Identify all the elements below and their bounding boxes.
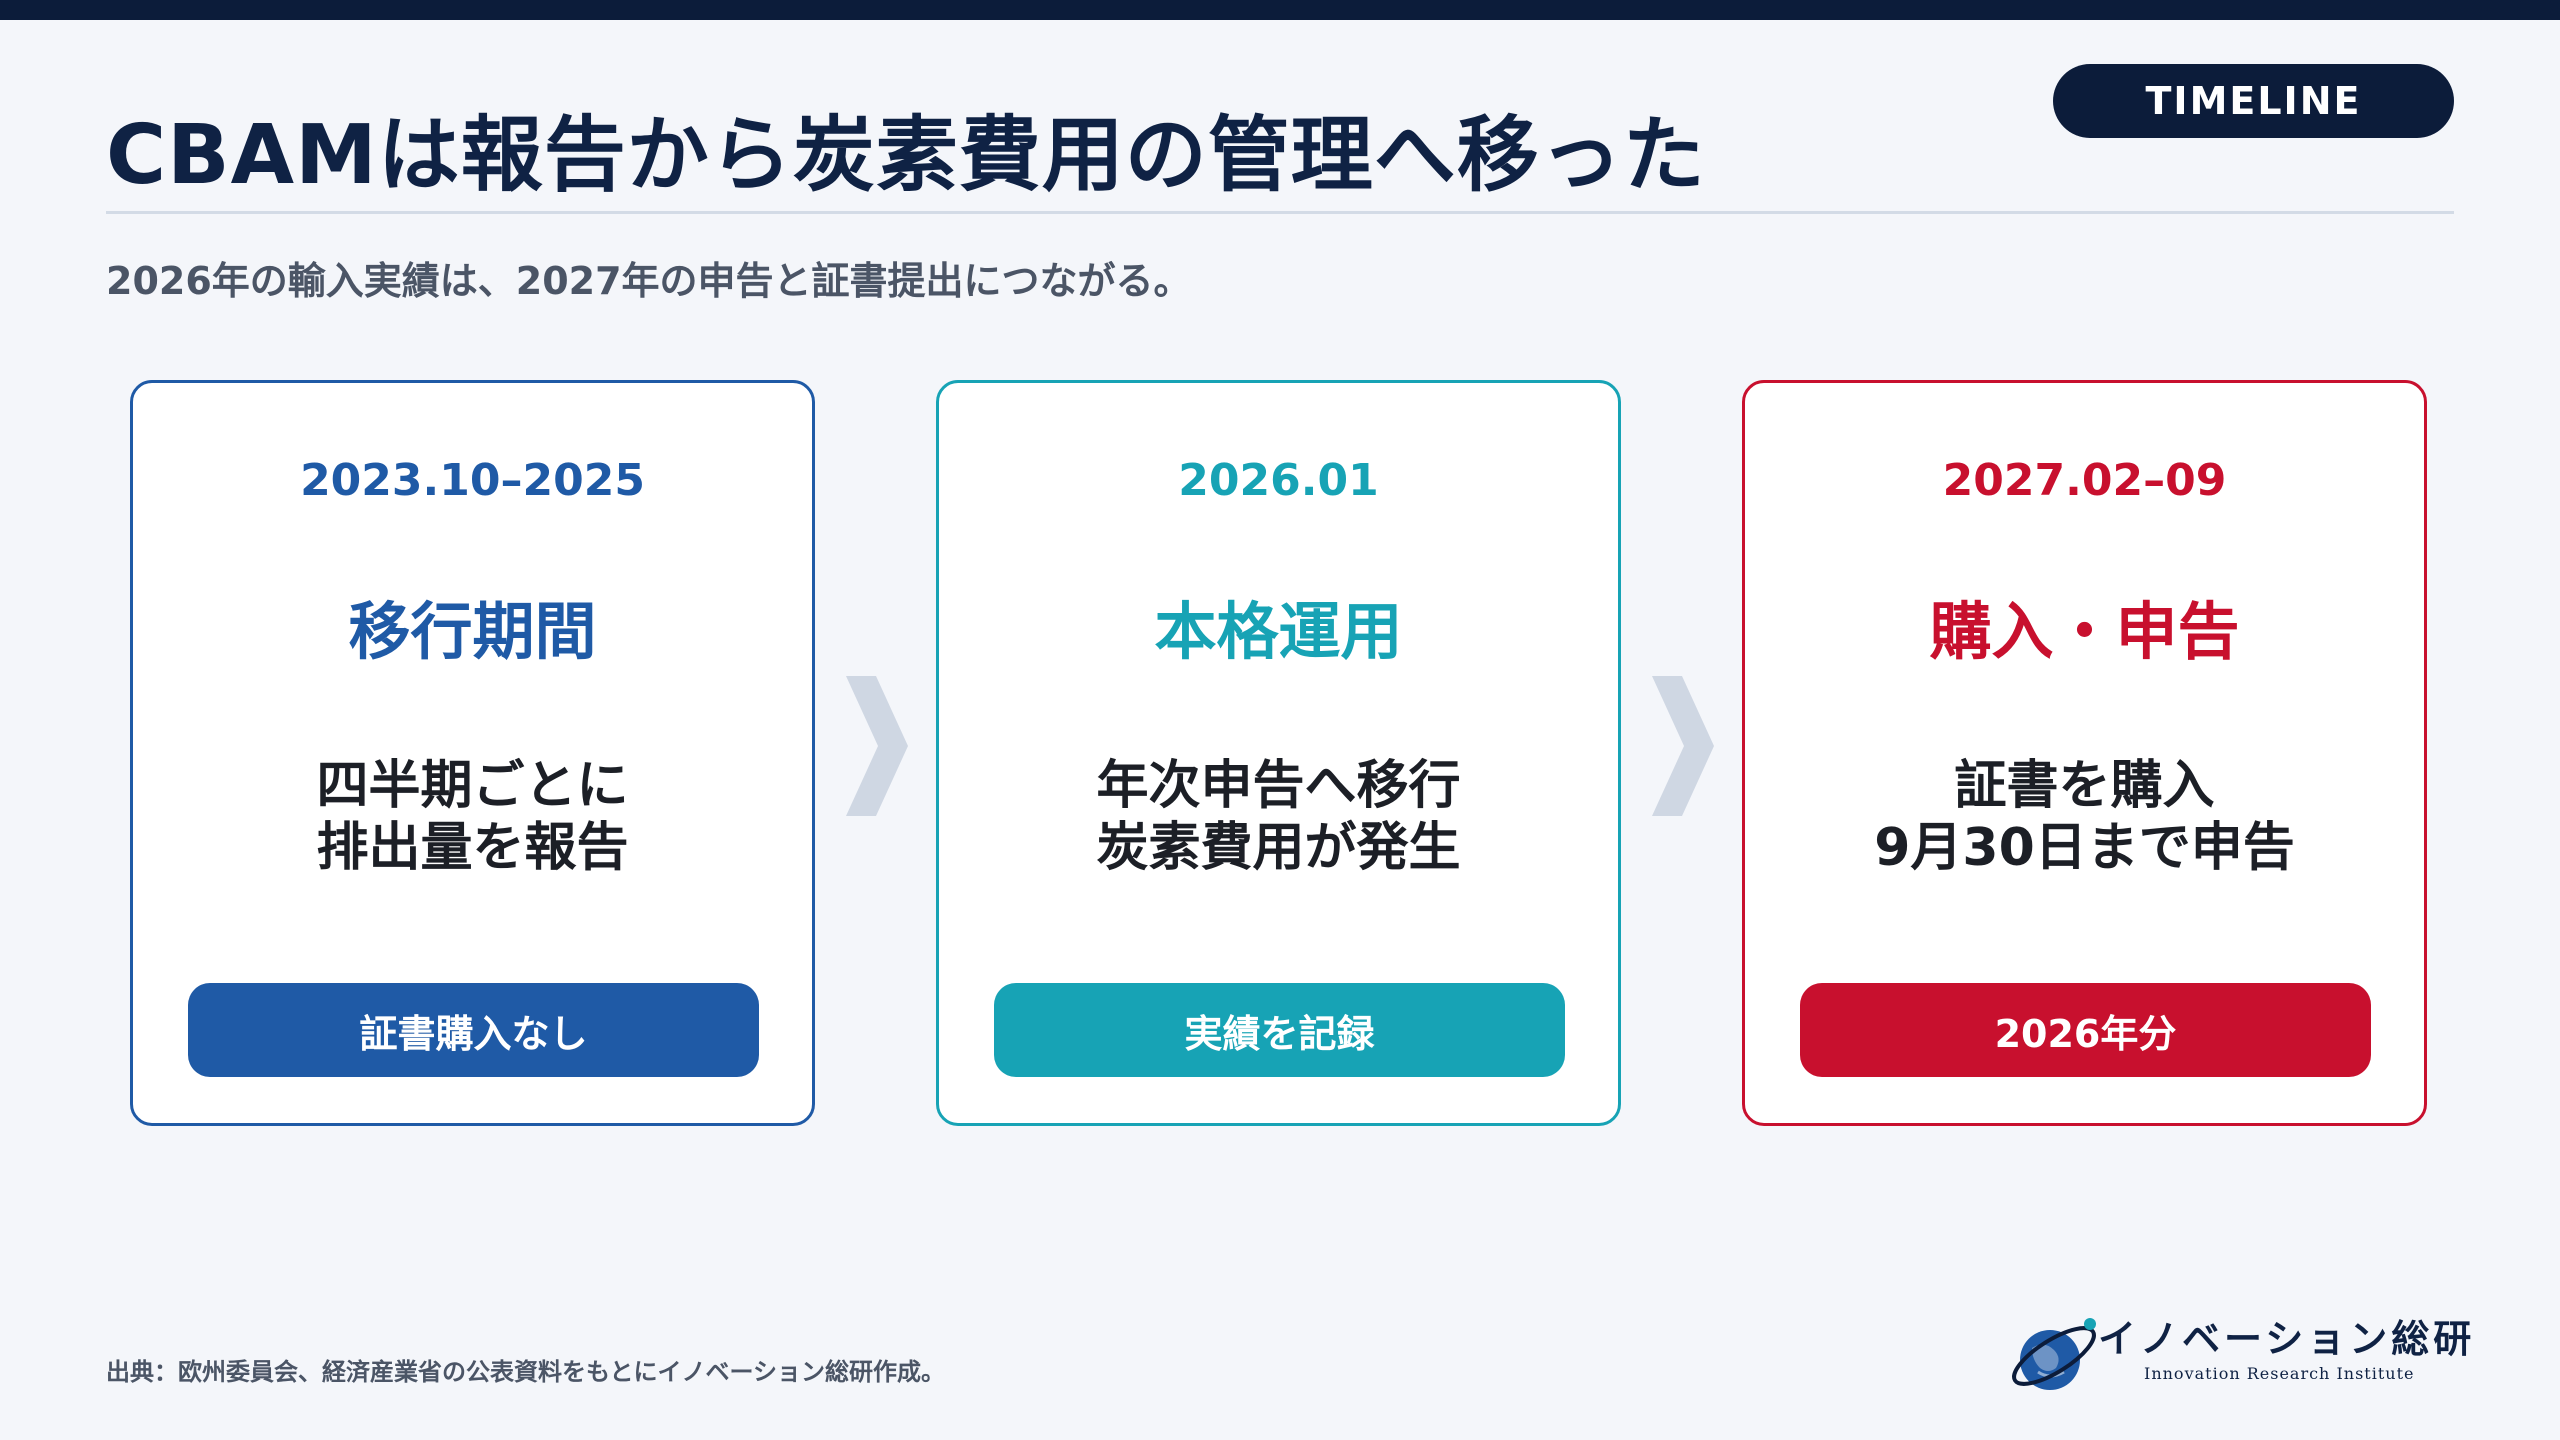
- chevron-right-icon: [1652, 676, 1714, 816]
- card-description-line: 年次申告へ移行: [1096, 756, 1461, 816]
- timeline-card-purchase-declaration: 2027.02–09 購入・申告 証書を購入 9月30日まで申告 2026年分: [1742, 380, 2427, 1126]
- card-phase: 移行期間: [348, 595, 597, 668]
- header-divider: [106, 211, 2454, 214]
- card-phase: 本格運用: [1154, 595, 1403, 668]
- logo-name: イノベーション総研: [2098, 1316, 2476, 1361]
- card-description-line: 炭素費用が発生: [1096, 818, 1461, 878]
- page-title: CBAMは報告から炭素費用の管理へ移った: [106, 108, 1706, 203]
- card-description-line: 9月30日まで申告: [1874, 818, 2295, 878]
- timeline-card-full-operation: 2026.01 本格運用 年次申告へ移行 炭素費用が発生 実績を記録: [936, 380, 1621, 1126]
- card-description-line: 排出量を報告: [316, 818, 629, 878]
- card-description: 年次申告へ移行 炭素費用が発生: [939, 755, 1618, 879]
- card-phase: 購入・申告: [1929, 595, 2240, 668]
- timeline-card-transition: 2023.10–2025 移行期間 四半期ごとに 排出量を報告 証書購入なし: [130, 380, 815, 1126]
- company-logo: イノベーション総研 Innovation Research Institute: [2010, 1306, 2471, 1406]
- logo-subtitle: Innovation Research Institute: [2144, 1364, 2415, 1383]
- card-status-pill: 実績を記録: [994, 983, 1565, 1077]
- timeline-badge: TIMELINE: [2053, 64, 2454, 138]
- globe-orbit-logo-icon: [2012, 1318, 2096, 1390]
- chevron-right-icon: [846, 676, 908, 816]
- card-period: 2026.01: [1178, 455, 1379, 506]
- card-description: 四半期ごとに 排出量を報告: [133, 755, 812, 879]
- card-status-pill: 証書購入なし: [188, 983, 759, 1077]
- card-description: 証書を購入 9月30日まで申告: [1745, 755, 2424, 879]
- card-description-line: 証書を購入: [1954, 756, 2215, 816]
- card-period: 2027.02–09: [1942, 455, 2227, 506]
- page-subtitle: 2026年の輸入実績は、2027年の申告と証書提出につながる。: [106, 259, 1192, 303]
- source-note: 出典：欧州委員会、経済産業省の公表資料をもとにイノベーション総研作成。: [106, 1358, 946, 1386]
- card-description-line: 四半期ごとに: [316, 756, 629, 816]
- card-period: 2023.10–2025: [300, 455, 645, 506]
- top-accent-bar: [0, 0, 2560, 20]
- card-status-pill: 2026年分: [1800, 983, 2371, 1077]
